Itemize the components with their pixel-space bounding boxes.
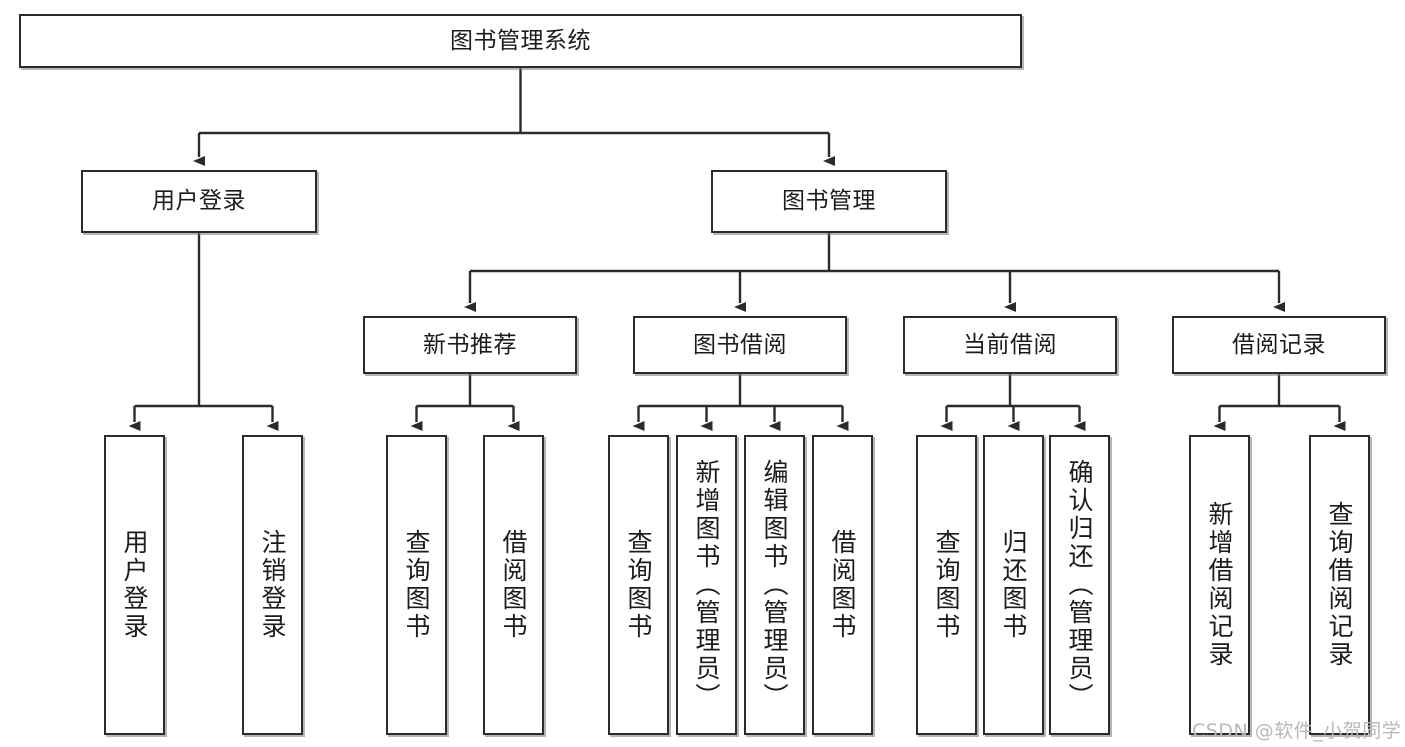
node-leaf-query-record[interactable]: 查询借阅记录 (1309, 435, 1370, 735)
node-label-leaf-query-record: 查询借阅记录 (1325, 501, 1354, 669)
node-leaf-user-logout[interactable]: 注销登录 (242, 435, 303, 735)
node-book-borrow[interactable]: 图书借阅 (633, 316, 847, 374)
node-leaf-borrow-book-2[interactable]: 借阅图书 (812, 435, 873, 735)
node-current-borrow[interactable]: 当前借阅 (903, 316, 1117, 374)
node-label-leaf-borrow-book-1: 借阅图书 (499, 529, 528, 641)
node-label-leaf-edit-book: 编辑图书（管理员） (760, 459, 789, 711)
node-label-book-borrow: 图书借阅 (693, 331, 787, 358)
node-borrow-record[interactable]: 借阅记录 (1172, 316, 1386, 374)
node-root[interactable]: 图书管理系统 (19, 14, 1022, 68)
node-leaf-add-book[interactable]: 新增图书（管理员） (676, 435, 737, 735)
node-leaf-query-book-2[interactable]: 查询图书 (608, 435, 669, 735)
node-leaf-confirm-return[interactable]: 确认归还（管理员） (1049, 435, 1110, 735)
node-leaf-query-book-1[interactable]: 查询图书 (386, 435, 447, 735)
node-label-borrow-record: 借阅记录 (1232, 331, 1326, 358)
node-label-leaf-return-book: 归还图书 (999, 529, 1028, 641)
node-label-current-borrow: 当前借阅 (963, 331, 1057, 358)
node-label-leaf-borrow-book-2: 借阅图书 (828, 529, 857, 641)
node-label-new-book-rec: 新书推荐 (423, 331, 517, 358)
node-book-manage[interactable]: 图书管理 (711, 170, 947, 233)
node-label-leaf-user-login: 用户登录 (120, 529, 149, 641)
node-leaf-return-book[interactable]: 归还图书 (983, 435, 1044, 735)
node-label-leaf-query-book-3: 查询图书 (932, 529, 961, 641)
node-label-book-manage: 图书管理 (782, 188, 876, 215)
node-new-book-rec[interactable]: 新书推荐 (363, 316, 577, 374)
node-leaf-add-record[interactable]: 新增借阅记录 (1189, 435, 1250, 735)
node-leaf-borrow-book-1[interactable]: 借阅图书 (483, 435, 544, 735)
node-label-root: 图书管理系统 (450, 27, 591, 54)
node-user-login[interactable]: 用户登录 (81, 170, 317, 233)
csdn-watermark: CSDN @软件_小贺同学 (1192, 720, 1402, 742)
node-label-leaf-confirm-return: 确认归还（管理员） (1065, 459, 1094, 711)
node-label-leaf-query-book-2: 查询图书 (624, 529, 653, 641)
node-label-leaf-add-record: 新增借阅记录 (1205, 501, 1234, 669)
node-leaf-query-book-3[interactable]: 查询图书 (916, 435, 977, 735)
node-leaf-edit-book[interactable]: 编辑图书（管理员） (744, 435, 805, 735)
node-leaf-user-login[interactable]: 用户登录 (104, 435, 165, 735)
node-label-leaf-user-logout: 注销登录 (258, 529, 287, 641)
node-label-leaf-query-book-1: 查询图书 (402, 529, 431, 641)
node-label-user-login: 用户登录 (152, 188, 246, 215)
node-label-leaf-add-book: 新增图书（管理员） (692, 459, 721, 711)
